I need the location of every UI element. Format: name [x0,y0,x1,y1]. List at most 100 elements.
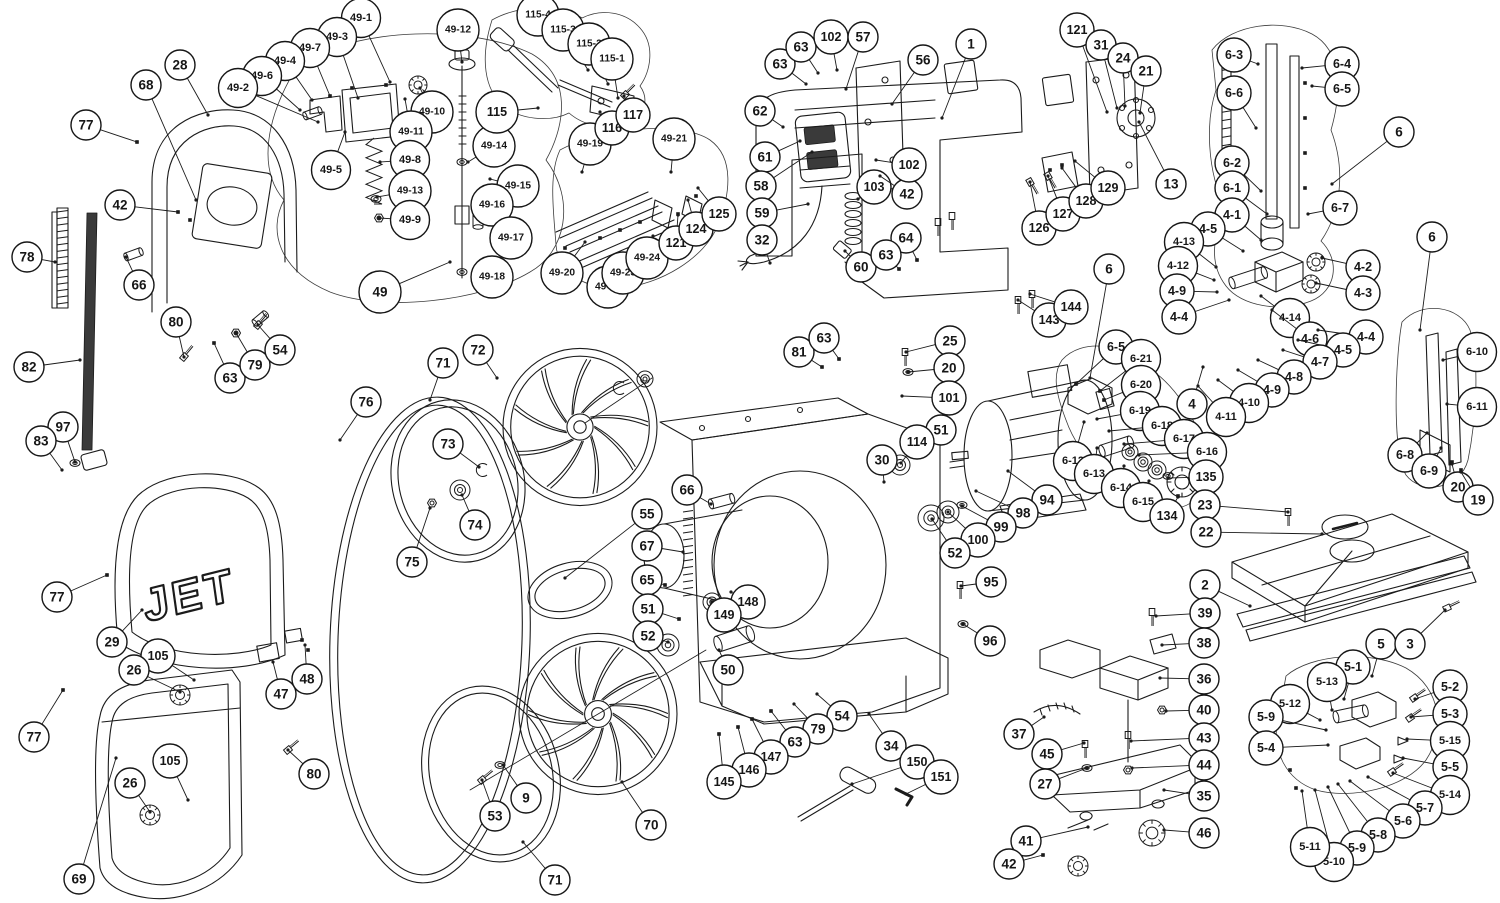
svg-text:6-8: 6-8 [1396,448,1414,462]
balloon-4-2: 4-2 [1320,249,1381,285]
balloon-49-2: 49-2 [217,67,320,124]
svg-text:79: 79 [810,722,825,737]
svg-text:4-12: 4-12 [1167,260,1189,272]
svg-text:51: 51 [640,602,656,617]
svg-text:49-21: 49-21 [661,134,687,145]
balloon-2: 2 [1189,569,1252,608]
balloon-56: 56 [890,44,939,106]
svg-text:5-14: 5-14 [1439,789,1462,801]
svg-text:102: 102 [821,30,842,44]
balloon-70: 70 [620,780,667,841]
svg-text:49-5: 49-5 [320,164,342,176]
svg-text:149: 149 [714,608,735,622]
svg-text:116: 116 [602,121,622,135]
svg-text:31: 31 [1093,38,1109,53]
svg-text:4-9: 4-9 [1263,383,1281,397]
svg-text:121: 121 [666,236,687,250]
svg-text:19: 19 [1470,493,1485,508]
balloon-98: 98 [974,489,1039,529]
callout-balloons: 2868774278668280637954978376717273747577… [11,0,1498,896]
balloon-115-1: 115-1 [590,37,634,100]
svg-text:4-7: 4-7 [1311,355,1329,369]
svg-text:6-15: 6-15 [1132,496,1154,508]
balloon-5-11: 5-11 [1289,789,1331,868]
svg-text:5: 5 [1377,637,1385,652]
svg-text:64: 64 [898,231,914,246]
svg-text:49-12: 49-12 [445,25,471,36]
balloon-80: 80 [160,306,192,359]
wheel-tires [329,377,707,884]
balloon-34: 34 [867,712,907,762]
balloon-145: 145 [706,732,742,800]
svg-text:4: 4 [1188,397,1196,412]
svg-text:4-2: 4-2 [1354,260,1372,274]
balloon-24: 24 [1107,42,1139,108]
balloon-96: 96 [961,622,1006,657]
balloon-6-6: 6-6 [1216,75,1258,130]
balloon-3: 3 [1394,608,1447,660]
fence-rails [1419,332,1462,473]
svg-text:54: 54 [272,343,288,358]
svg-text:99: 99 [993,520,1008,535]
balloon-97: 97 [47,411,79,464]
svg-text:126: 126 [1029,221,1050,235]
balloon-38: 38 [1160,627,1220,659]
svg-text:6-6: 6-6 [1225,86,1243,100]
svg-text:66: 66 [679,483,695,498]
balloon-35: 35 [1162,780,1220,812]
svg-text:67: 67 [639,539,654,554]
upper-cover [151,109,298,313]
svg-text:115-2: 115-2 [576,39,602,50]
svg-text:146: 146 [739,763,760,777]
svg-text:49-4: 49-4 [274,55,297,67]
balloon-76: 76 [338,386,382,442]
svg-text:121: 121 [1067,23,1088,37]
balloon-23: 23 [1189,489,1290,521]
balloon-81: 81 [783,336,824,369]
balloon-80: 80 [286,748,330,790]
svg-text:48: 48 [299,672,315,687]
svg-text:5-6: 5-6 [1394,814,1412,828]
svg-text:49-20: 49-20 [549,268,575,279]
svg-text:32: 32 [754,233,769,248]
svg-text:77: 77 [49,590,64,605]
balloon-78: 78 [11,241,57,273]
balloon-58: 58 [745,150,814,202]
balloon-5-3: 5-3 [1409,696,1468,732]
balloon-102: 102 [813,19,849,72]
svg-text:49-19: 49-19 [577,139,603,150]
svg-text:30: 30 [874,453,889,468]
balloon-21: 21 [1130,55,1162,115]
balloon-43: 43 [1129,722,1220,754]
balloon-4-3: 4-3 [1314,275,1381,311]
balloon-6-4: 6-4 [1300,46,1360,82]
balloon-4-7: 4-7 [1281,344,1338,380]
svg-text:53: 53 [487,809,503,824]
balloon-19: 19 [1459,470,1494,516]
svg-text:28: 28 [172,58,188,73]
svg-text:5-7: 5-7 [1416,801,1434,815]
svg-text:98: 98 [1015,506,1031,521]
svg-text:97: 97 [55,420,70,435]
upper-door: JET [114,473,303,669]
balloon-83: 83 [25,425,64,472]
svg-text:13: 13 [1163,177,1179,192]
svg-text:27: 27 [1037,777,1052,792]
svg-text:5-13: 5-13 [1316,676,1338,688]
svg-text:81: 81 [791,345,807,360]
svg-text:6-11: 6-11 [1466,401,1487,413]
svg-text:42: 42 [112,198,127,213]
balloon-6: 6 [1416,221,1448,332]
balloon-51: 51 [632,593,681,625]
balloon-39: 39 [1154,597,1221,629]
balloon-36: 36 [1158,663,1220,695]
balloon-105: 105 [152,743,190,802]
switch-assembly [737,60,905,271]
balloon-52: 52 [930,517,971,569]
svg-text:79: 79 [247,358,262,373]
balloon-82: 82 [13,351,82,383]
balloon-49-5: 49-5 [310,130,352,191]
svg-text:63: 63 [816,331,832,346]
brand-logo: JET [140,558,238,632]
svg-text:5-8: 5-8 [1369,828,1387,842]
